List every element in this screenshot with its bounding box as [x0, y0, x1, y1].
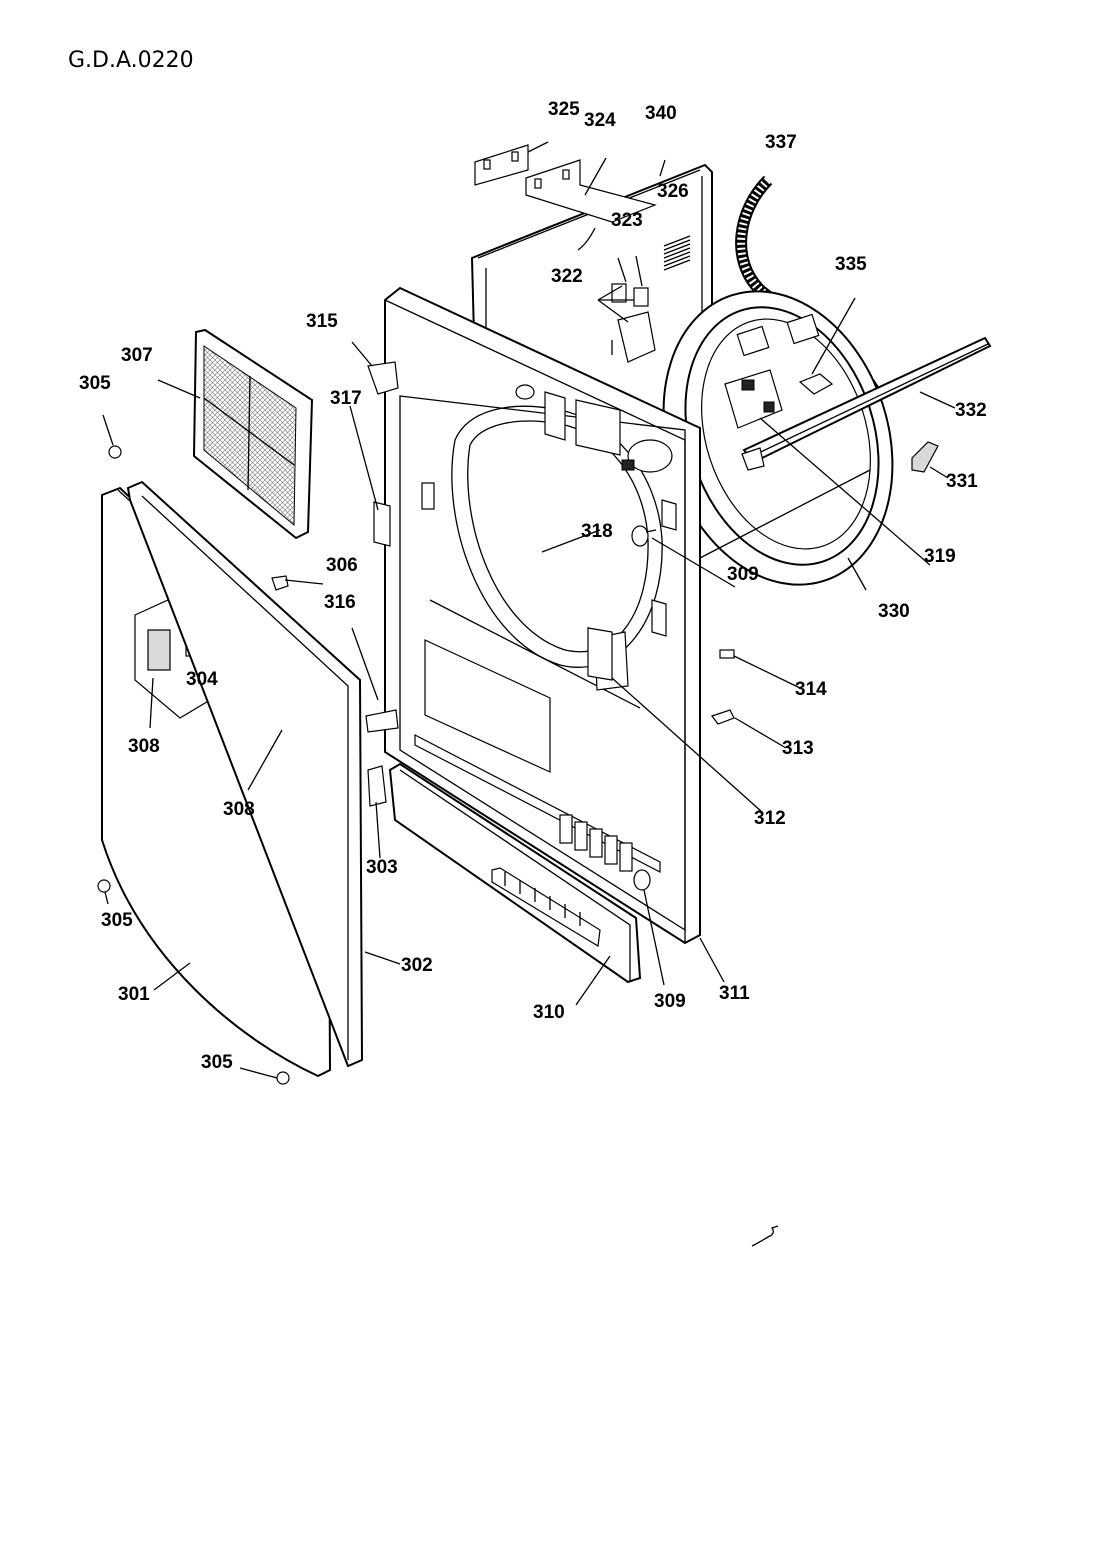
knob-309 — [633, 869, 651, 891]
control-unit-312 — [587, 627, 613, 681]
label-309: 309 — [654, 991, 686, 1012]
label-313: 313 — [782, 738, 814, 759]
label-309: 309 — [727, 564, 759, 585]
label-331: 331 — [946, 471, 978, 492]
wire-323 — [577, 227, 596, 251]
label-318: 318 — [581, 521, 613, 542]
door-frame-302 — [126, 480, 364, 1068]
label-308: 308 — [128, 736, 160, 757]
piece-331 — [911, 441, 939, 473]
nut-305-mid — [97, 879, 111, 893]
nut-305-bottom — [276, 1071, 290, 1085]
bracket-325 — [474, 141, 549, 186]
label-311: 311 — [719, 983, 750, 1004]
sensor-319 — [724, 369, 783, 429]
label-323: 323 — [611, 210, 643, 231]
label-337: 337 — [765, 132, 797, 153]
label-304: 304 — [186, 669, 218, 690]
hinge-315 — [367, 361, 399, 395]
label-302: 302 — [401, 955, 433, 976]
label-305: 305 — [79, 373, 111, 394]
label-330: 330 — [878, 601, 910, 622]
label-326: 326 — [657, 181, 689, 202]
label-340: 340 — [645, 103, 677, 124]
label-332: 332 — [955, 400, 987, 421]
label-307: 307 — [121, 345, 153, 366]
label-301: 301 — [118, 984, 150, 1005]
label-308: 308 — [223, 799, 255, 820]
label-315: 315 — [306, 311, 338, 332]
spring — [663, 235, 691, 271]
label-322: 322 — [551, 266, 583, 287]
latch-303 — [367, 765, 387, 807]
label-303: 303 — [366, 857, 398, 878]
knob-318 — [631, 525, 657, 547]
label-314: 314 — [795, 679, 827, 700]
clip-313 — [711, 709, 735, 725]
label-305: 305 — [101, 910, 133, 931]
label-312: 312 — [754, 808, 786, 829]
switch-322 — [597, 255, 656, 363]
label-316: 316 — [324, 592, 356, 613]
label-310: 310 — [533, 1002, 565, 1023]
label-319: 319 — [924, 546, 956, 567]
label-306: 306 — [326, 555, 358, 576]
hinge-316 — [365, 709, 399, 733]
kick-panel-310 — [388, 762, 642, 984]
label-305: 305 — [201, 1052, 233, 1073]
document-code: G.D.A.0220 — [68, 48, 194, 73]
nut-305-top — [108, 445, 122, 459]
clip-335 — [798, 373, 834, 395]
label-325: 325 — [548, 99, 580, 120]
stray-mark — [751, 1225, 779, 1247]
latch-317 — [373, 501, 391, 547]
leader-lines — [102, 159, 956, 1079]
label-317: 317 — [330, 388, 362, 409]
part-labels: 325 324 340 337 326 323 322 335 315 307 … — [79, 99, 987, 1073]
label-335: 335 — [835, 254, 867, 275]
filter-307 — [192, 328, 314, 540]
connector-314 — [719, 649, 735, 659]
label-324: 324 — [584, 110, 616, 131]
rail-332 — [741, 336, 992, 471]
pin-306 — [271, 575, 289, 591]
bracket-324 — [525, 157, 657, 223]
